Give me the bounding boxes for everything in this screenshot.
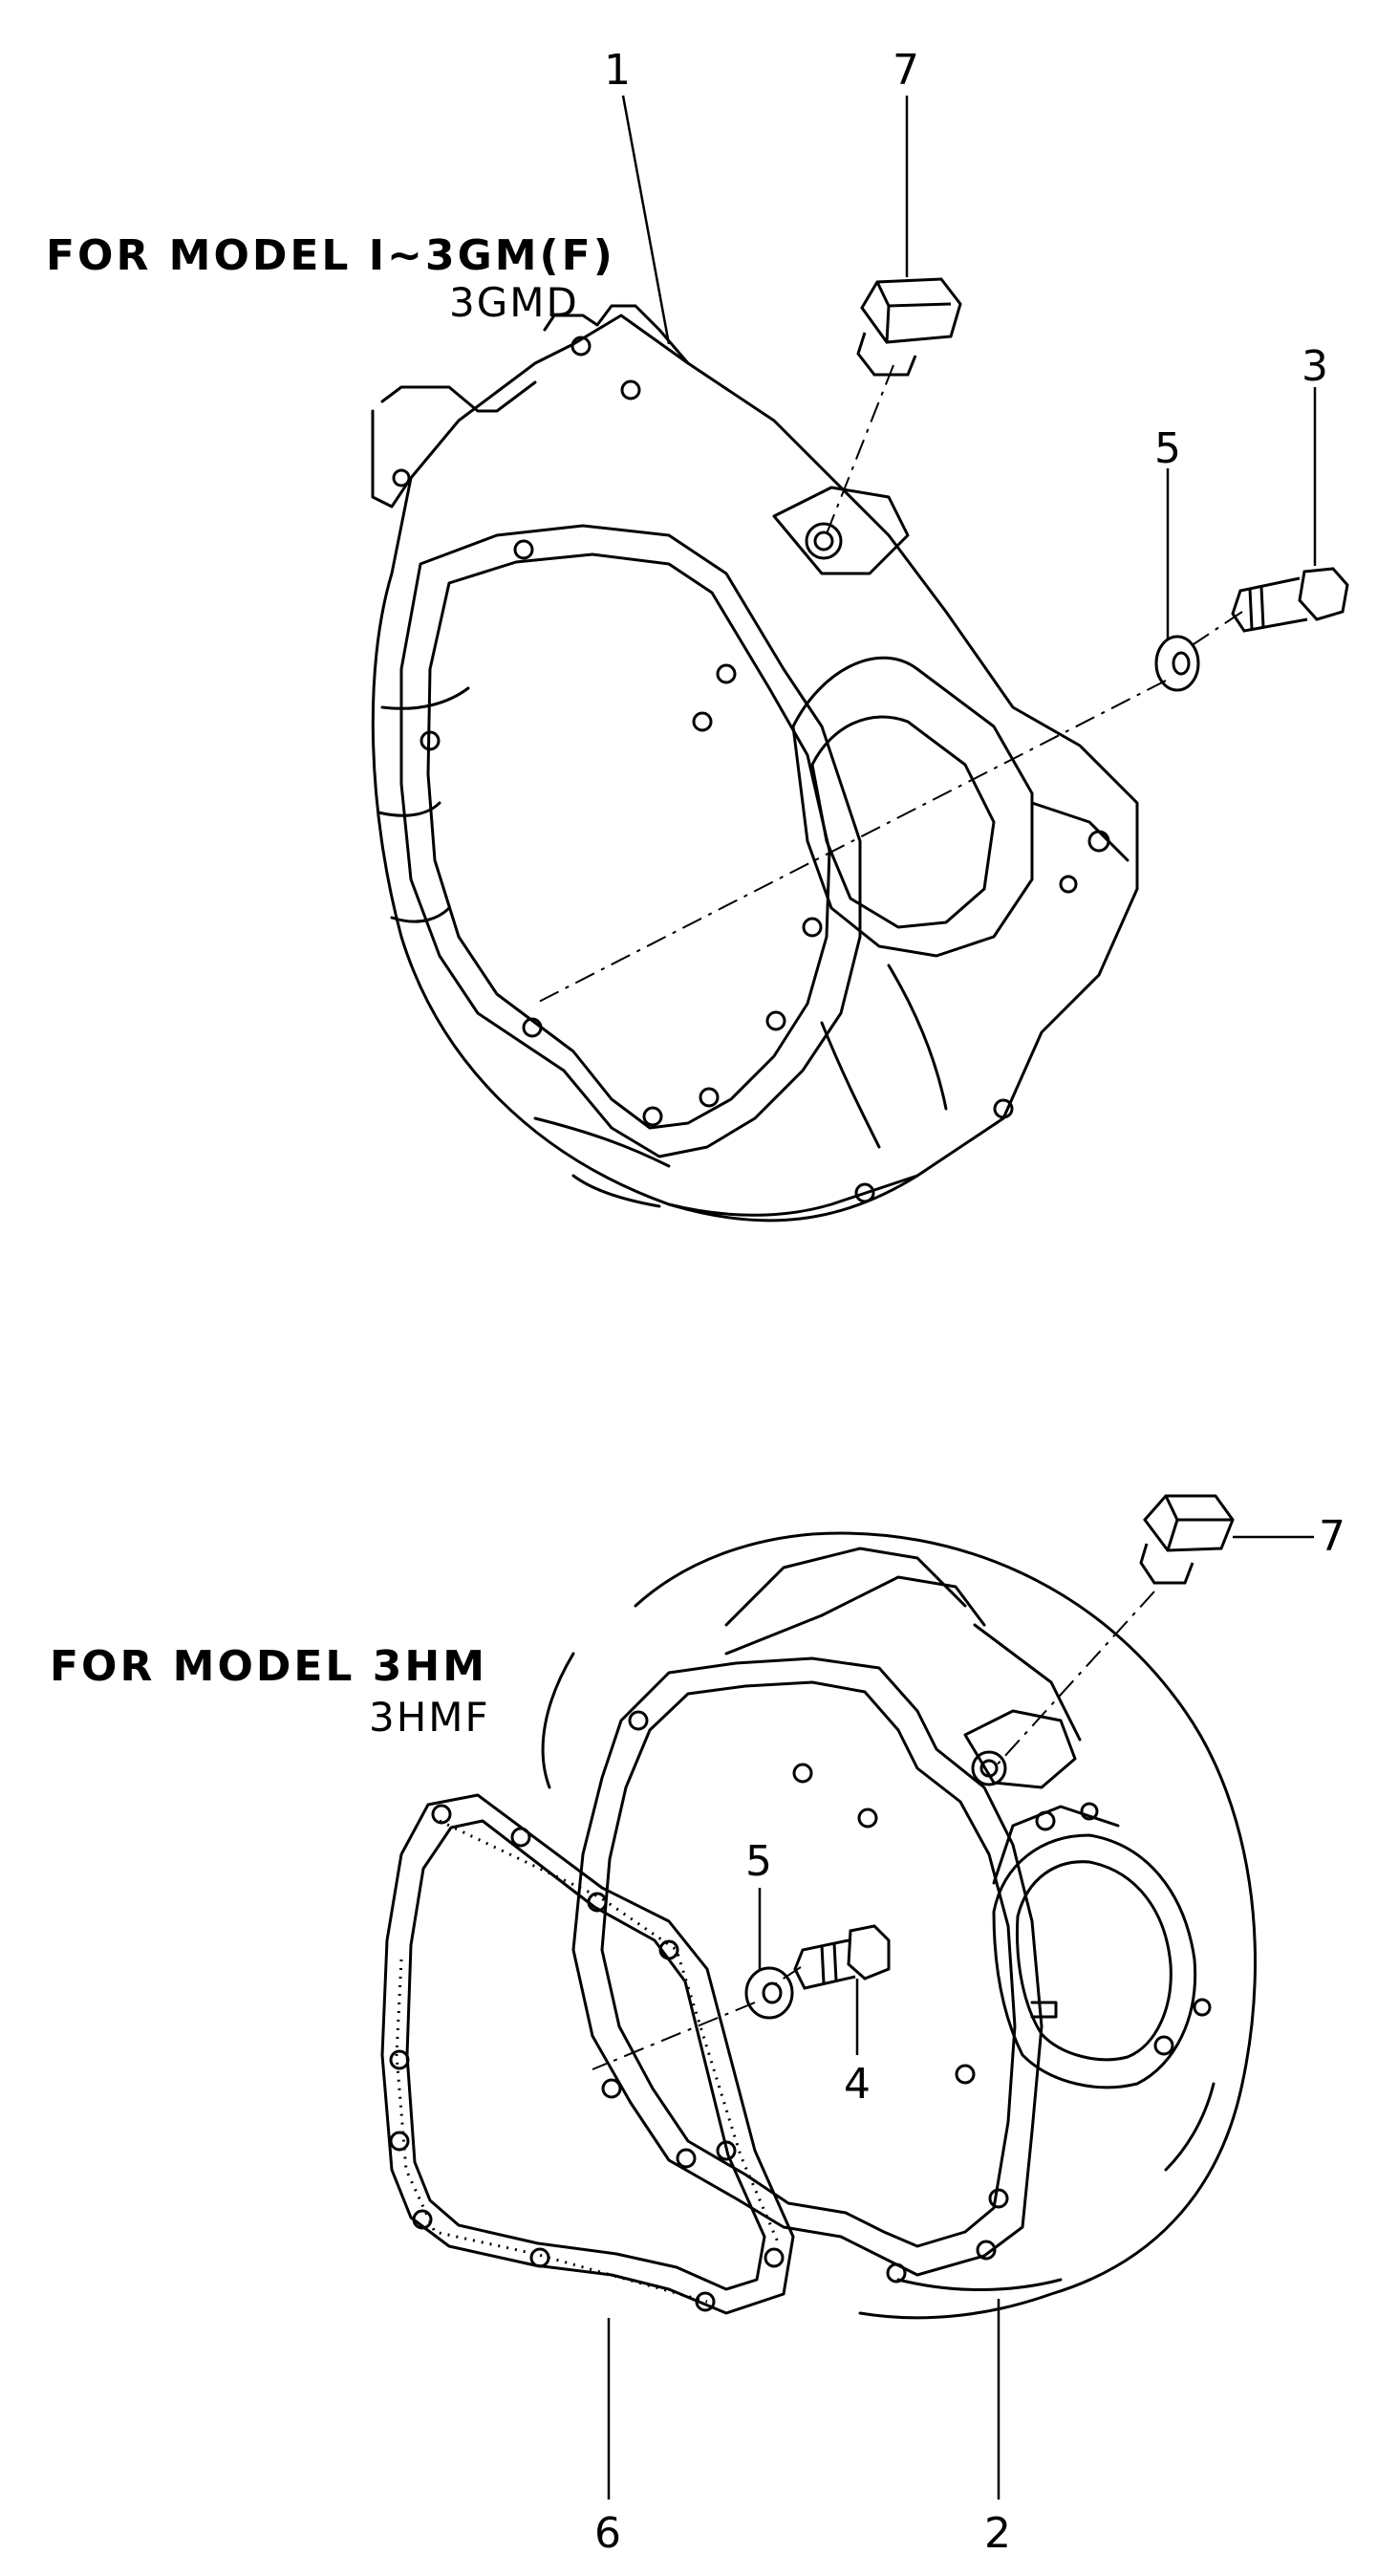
- centerlines-top: [534, 364, 1243, 1005]
- callout-5-top: 5: [1154, 424, 1181, 473]
- flywheel-housing-bottom: [541, 1531, 1257, 2320]
- callout-5-bottom: 5: [745, 1837, 772, 1886]
- stud-bolt-bottom: [793, 1924, 891, 1990]
- callout-7-bottom: 7: [1319, 1512, 1345, 1561]
- plug-bottom: [1139, 1494, 1235, 1585]
- leaders-bottom: [607, 1535, 1314, 2500]
- callout-6-bottom: 6: [594, 2509, 621, 2558]
- bolt-top: [1231, 567, 1349, 633]
- model-label-bottom: FOR MODEL 3HM: [50, 1642, 488, 1691]
- leaders-top: [621, 95, 1317, 639]
- callout-4-bottom: 4: [844, 2060, 871, 2109]
- model-label-top: FOR MODEL I∼3GM(F): [46, 231, 615, 280]
- model-sublabel-bottom: 3HMF: [369, 1694, 490, 1741]
- plug-top: [856, 277, 962, 377]
- callout-2-bottom: 2: [984, 2509, 1011, 2558]
- model-sublabel-top: 3GMD: [449, 279, 579, 326]
- callout-1-top: 1: [604, 46, 631, 95]
- centerlines-bottom: [592, 1591, 1155, 2070]
- callout-7-top: 7: [893, 46, 919, 95]
- washer-bottom: [744, 1966, 794, 2020]
- callout-3-top: 3: [1302, 342, 1328, 391]
- flywheel-housing-top: [371, 304, 1139, 1223]
- gasket-bottom: [380, 1793, 795, 2315]
- washer-top: [1154, 635, 1200, 692]
